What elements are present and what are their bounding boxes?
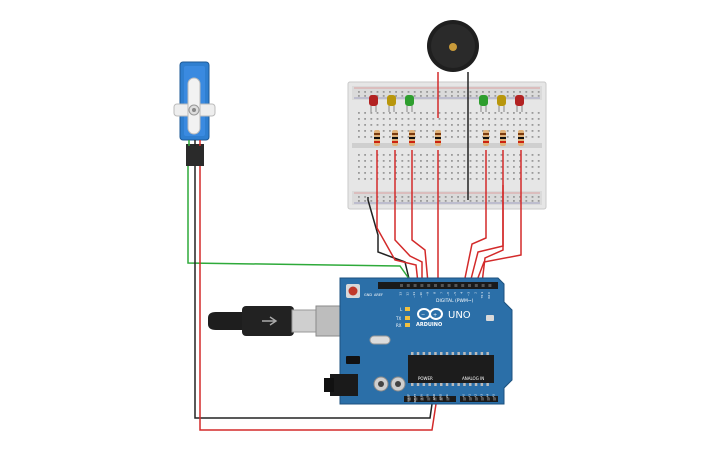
pin-label: A1 <box>468 394 472 398</box>
pin-label: 4 <box>460 292 464 294</box>
pin-label: 5V <box>426 394 430 398</box>
resistor-1 <box>374 130 380 146</box>
arduino-logo-icon: − + <box>417 308 443 320</box>
icsp-chip <box>486 315 494 321</box>
led-green-2[interactable] <box>479 95 488 112</box>
pin-label: 3.3V <box>419 394 423 400</box>
resistor-4 <box>435 130 441 146</box>
gnd-label: GND <box>364 293 372 297</box>
wire-red-d12 <box>394 150 423 283</box>
pin-label: ~9 <box>426 292 430 296</box>
pin-label: ~5 <box>453 292 457 296</box>
servo-motor[interactable] <box>173 61 216 166</box>
led-yellow-2[interactable] <box>497 95 506 112</box>
tx-led <box>405 316 410 320</box>
wires[interactable] <box>187 150 522 431</box>
pin-label: 13 <box>399 292 403 296</box>
wire-red-d2 <box>481 185 504 284</box>
pin-label: 7 <box>439 292 443 294</box>
pin-label: GND <box>432 394 436 400</box>
resistor-7 <box>518 130 524 146</box>
analog-header[interactable] <box>460 396 498 402</box>
pin-label: 8 <box>433 292 437 294</box>
pin-label: A2 <box>474 394 478 398</box>
crystal <box>369 335 391 345</box>
resistor-6 <box>500 130 506 146</box>
digital-header[interactable] <box>378 282 498 289</box>
wire-red-d13 <box>376 150 419 284</box>
pin-label: A4 <box>486 394 490 398</box>
wire-red-d5 <box>463 150 487 284</box>
wire-green-servo-signal <box>187 165 413 284</box>
svg-text:+: + <box>433 313 437 319</box>
pin-label: IOREF <box>407 394 411 402</box>
analog-label: ANALOG IN <box>462 376 484 381</box>
model-label: UNO <box>448 310 471 321</box>
pin-label: 2 <box>473 292 477 294</box>
l-led-label: L <box>400 307 403 312</box>
wire-red-servo-5v <box>199 165 437 431</box>
piezo-buzzer[interactable] <box>427 20 479 188</box>
wire-red-d3 <box>475 150 522 284</box>
pin-label: ~10 <box>419 292 423 298</box>
resistor-2 <box>392 130 398 146</box>
pin-label: 12 <box>405 292 409 296</box>
rx-led <box>405 323 410 327</box>
pin-label: ~3 <box>467 292 471 296</box>
pin-label: RESET <box>413 394 417 403</box>
pin-label: ~6 <box>446 292 450 296</box>
wire-black-gnd <box>367 197 411 284</box>
l-led <box>405 307 410 311</box>
usb-cable[interactable] <box>208 305 357 337</box>
led-green-1[interactable] <box>405 95 414 112</box>
pin-label: RX 0 <box>487 292 491 299</box>
svg-text:−: − <box>421 312 425 318</box>
pin-label: A5 <box>492 394 496 398</box>
wire-red-d11 <box>411 150 429 284</box>
reset-button[interactable] <box>346 284 360 298</box>
led-red-1[interactable] <box>369 95 378 112</box>
aref-label: AREF <box>374 293 383 297</box>
regulator <box>346 356 360 364</box>
breadboard[interactable] <box>347 81 547 210</box>
tx-led-label: TX <box>395 316 401 321</box>
pin-label: TX 1 <box>480 292 484 300</box>
pin-label: Vin <box>445 394 449 398</box>
resistors[interactable] <box>374 130 524 146</box>
digital-label: DIGITAL (PWM~) <box>436 298 474 304</box>
power-label: POWER <box>418 376 433 381</box>
wire-black-servo-gnd <box>194 165 433 419</box>
pin-label: A3 <box>480 394 484 398</box>
atmega-chip <box>408 355 494 383</box>
resistor-3 <box>409 130 415 146</box>
pin-label: A0 <box>462 394 466 398</box>
led-red-2[interactable] <box>515 95 524 112</box>
pin-label: GND <box>439 394 443 400</box>
rx-led-label: RX <box>396 323 402 328</box>
dc-power-jack[interactable] <box>330 374 358 396</box>
brand-label: ARDUINO <box>416 322 442 328</box>
pin-label: ~11 <box>412 292 416 298</box>
resistor-5 <box>483 130 489 146</box>
led-yellow-1[interactable] <box>387 95 396 112</box>
